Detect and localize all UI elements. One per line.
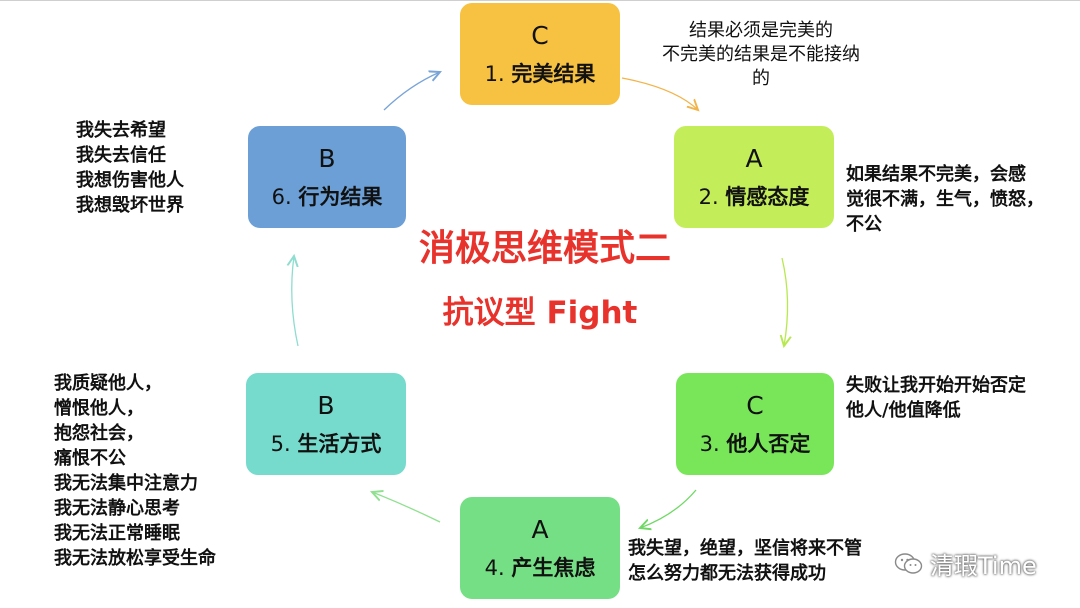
node-number: 6.: [271, 185, 292, 209]
node-letter: A: [745, 144, 763, 173]
node-3-negate-others: C 3. 他人否定: [676, 373, 834, 475]
node-4-anxiety: A 4. 产生焦虑: [460, 497, 620, 599]
node-5-lifestyle: B 5. 生活方式: [246, 373, 406, 475]
node-letter: A: [531, 515, 549, 544]
node-text: 生活方式: [297, 432, 382, 456]
node-letter: C: [746, 391, 764, 420]
node-text: 完美结果: [511, 62, 596, 86]
node-number: 1.: [484, 62, 505, 86]
note-node-5: 我质疑他人， 憎恨他人， 抱怨社会， 痛恨不公 我无法集中注意力 我无法静心思考…: [54, 373, 216, 569]
note-node-2: 如果结果不完美，会感 觉很不满，生气，愤怒， 不公: [846, 164, 1044, 235]
node-text: 情感态度: [725, 185, 810, 209]
node-number: 2.: [698, 185, 719, 209]
top-divider: [0, 0, 1080, 1]
node-number: 4.: [484, 556, 505, 580]
diagram-title: 消极思维模式二: [418, 228, 671, 269]
arrow-4-to-5: [372, 492, 441, 523]
node-6-behavior-result: B 6. 行为结果: [248, 126, 406, 228]
node-letter: C: [531, 21, 549, 50]
note-node-4: 我失望，绝望，坚信将来不管 怎么努力都无法获得成功: [628, 538, 862, 584]
node-text: 行为结果: [298, 185, 383, 209]
node-letter: B: [317, 391, 335, 420]
node-text: 他人否定: [726, 432, 811, 456]
note-node-1: 结果必须是完美的 不完美的结果是不能接纳 的: [662, 20, 860, 89]
node-letter: B: [318, 144, 336, 173]
watermark: 清瑕Time: [894, 546, 1037, 581]
note-node-6: 我失去希望 我失去信任 我想伤害他人 我想毁坏世界: [76, 120, 184, 216]
node-number: 5.: [270, 432, 291, 456]
watermark-text: 清瑕Time: [930, 552, 1037, 580]
wechat-icon: [894, 552, 923, 574]
arrow-6-to-1: [383, 72, 440, 111]
node-1-perfect-result: C 1. 完美结果: [460, 3, 620, 105]
node-text: 产生焦虑: [511, 556, 596, 580]
node-number: 3.: [699, 432, 720, 456]
arrow-1-to-2: [621, 77, 698, 110]
arrow-3-to-4: [640, 489, 697, 528]
note-node-3: 失败让我开始开始否定 他人/他值降低: [846, 375, 1026, 421]
arrow-2-to-3: [782, 257, 788, 346]
diagram-subtitle: 抗议型 Fight: [442, 295, 638, 331]
arrow-5-to-6: [292, 256, 298, 347]
node-2-emotional-attitude: A 2. 情感态度: [674, 126, 834, 228]
